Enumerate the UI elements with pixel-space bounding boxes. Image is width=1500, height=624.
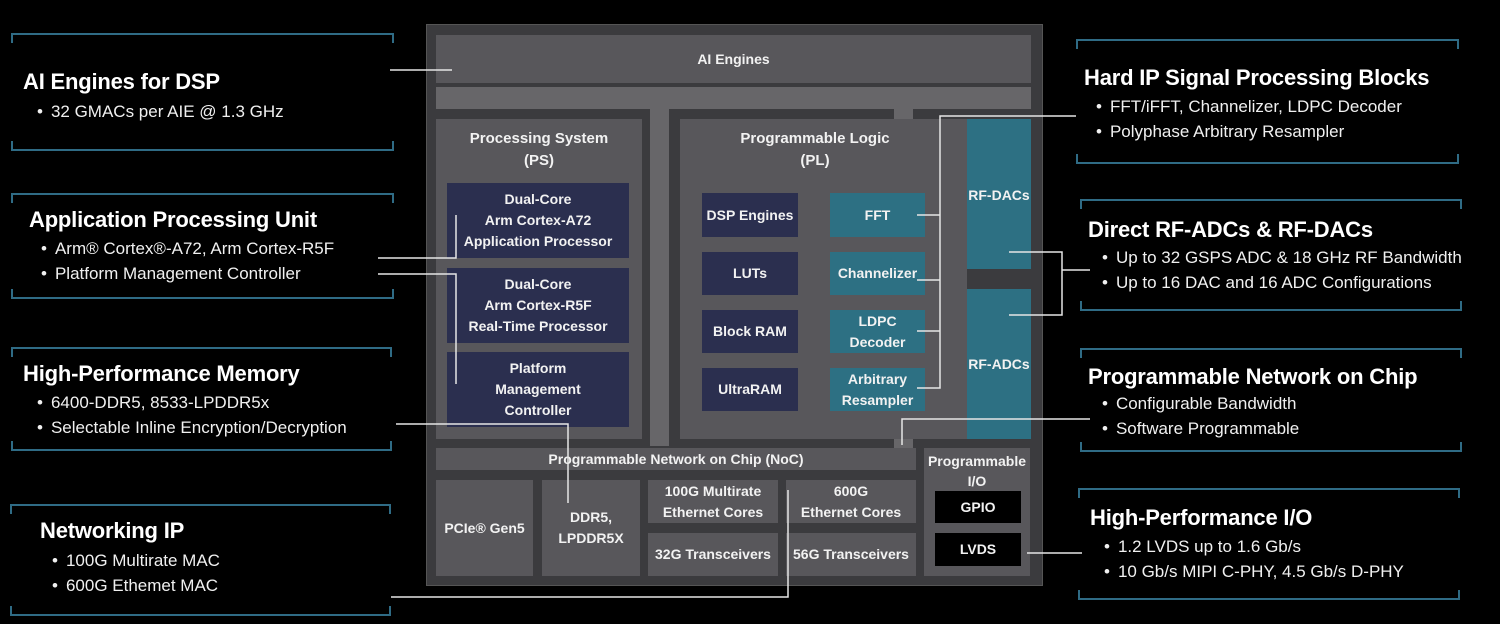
block-channelizer: Channelizer [830, 252, 925, 295]
callout-io: High-Performance I/O 1.2 LVDS up to 1.6 … [1078, 488, 1460, 600]
block-dsp-engines: DSP Engines [702, 193, 798, 237]
callout-bullet: Polyphase Arbitrary Resampler [1096, 119, 1402, 144]
callout-bullet: Platform Management Controller [41, 261, 334, 286]
callout-hard-ip: Hard IP Signal Processing Blocks FFT/iFF… [1076, 39, 1459, 164]
rf-divider [967, 269, 1031, 289]
callout-bullet: 1.2 LVDS up to 1.6 Gb/s [1104, 534, 1404, 559]
callout-bullet: 10 Gb/s MIPI C-PHY, 4.5 Gb/s D-PHY [1104, 559, 1404, 584]
callout-title: Networking IP [40, 518, 185, 543]
pl-title: Programmable Logic(PL) [740, 130, 890, 169]
callout-rf: Direct RF-ADCs & RF-DACs Up to 32 GSPS A… [1080, 199, 1462, 311]
block-ddr: DDR5,LPDDR5X [542, 480, 640, 576]
block-rf-adcs: RF-ADCs [967, 289, 1031, 439]
callout-title: Hard IP Signal Processing Blocks [1084, 65, 1430, 90]
callout-title: Application Processing Unit [29, 207, 317, 232]
block-32g-transceivers: 32G Transceivers [648, 533, 778, 576]
block-gpio: GPIO [935, 491, 1021, 523]
callout-title: AI Engines for DSP [23, 69, 220, 94]
callout-bullet: Up to 32 GSPS ADC & 18 GHz RF Bandwidth [1102, 245, 1462, 270]
block-label: AI Engines [697, 50, 770, 67]
callout-bullet: FFT/iFFT, Channelizer, LDPC Decoder [1096, 94, 1402, 119]
callout-memory: High-Performance Memory 6400-DDR5, 8533-… [11, 347, 392, 451]
block-fft: FFT [830, 193, 925, 237]
callout-bullet: 6400-DDR5, 8533-LPDDR5x [37, 390, 347, 415]
ps-title: Processing System(PS) [469, 130, 609, 169]
callout-bullet: Selectable Inline Encryption/Decryption [37, 415, 347, 440]
callout-networking: Networking IP 100G Multirate MAC 600G Et… [10, 504, 391, 616]
noc-stub [894, 439, 913, 448]
callout-title: Programmable Network on Chip [1088, 364, 1418, 389]
block-noc: Programmable Network on Chip (NoC) [436, 448, 916, 470]
callout-bullet: 100G Multirate MAC [52, 548, 220, 573]
callout-bullet: Arm® Cortex®-A72, Arm Cortex-R5F [41, 236, 334, 261]
callout-title: High-Performance Memory [23, 361, 300, 386]
interconnect-bar [436, 87, 1031, 109]
callout-title: High-Performance I/O [1090, 505, 1313, 530]
callout-noc: Programmable Network on Chip Configurabl… [1080, 348, 1462, 452]
block-ai-engines: AI Engines [436, 35, 1031, 83]
block-lvds: LVDS [935, 533, 1021, 566]
block-ultraram: UltraRAM [702, 368, 798, 411]
interconnect-stub [894, 109, 913, 119]
callout-ai-engines: AI Engines for DSP 32 GMACs per AIE @ 1.… [11, 33, 394, 151]
block-56g-transceivers: 56G Transceivers [786, 533, 916, 576]
callout-bullet: Software Programmable [1102, 416, 1299, 441]
callout-bullet: Up to 16 DAC and 16 ADC Configurations [1102, 270, 1462, 295]
callout-bullet: Configurable Bandwidth [1102, 391, 1299, 416]
block-rf-dacs: RF-DACs [967, 119, 1031, 269]
callout-bullet: 32 GMACs per AIE @ 1.3 GHz [37, 99, 284, 124]
block-luts: LUTs [702, 252, 798, 295]
block-block-ram: Block RAM [702, 310, 798, 353]
callout-apu: Application Processing Unit Arm® Cortex®… [11, 193, 394, 299]
interconnect-vertical [650, 109, 669, 446]
block-pcie: PCIe® Gen5 [436, 480, 533, 576]
callout-title: Direct RF-ADCs & RF-DACs [1088, 217, 1373, 242]
callout-bullet: 600G Ethemet MAC [52, 573, 220, 598]
